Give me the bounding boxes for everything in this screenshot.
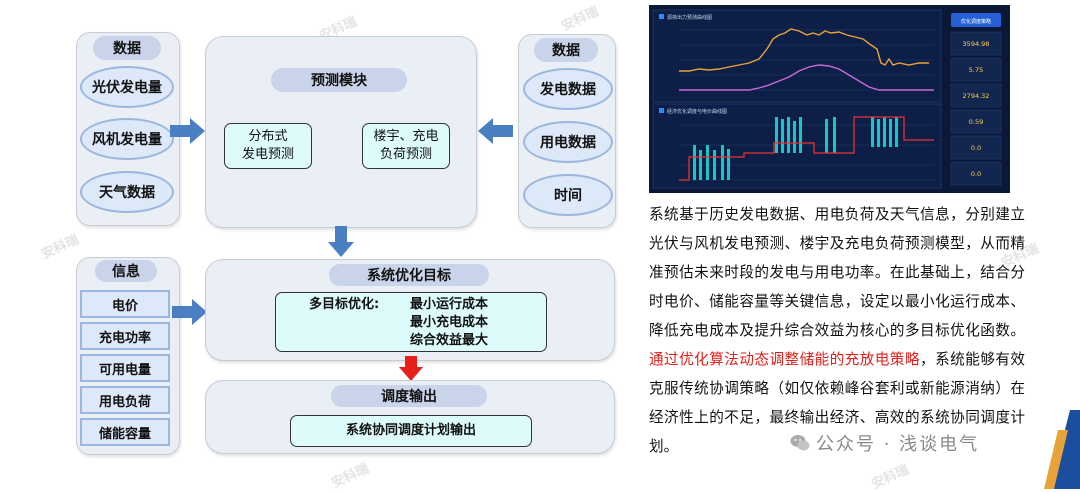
wechat-icon [790,435,810,451]
optimize-strategy-button: 优化调度策略 [961,18,991,25]
multi-objective-box: 多目标优化: 最小运行成本 最小充电成本 综合效益最大 [275,292,547,352]
corner-stripes [1044,410,1080,489]
forecast-line: 负荷预测 [379,147,432,162]
prediction-module-title: 预测模块 [271,68,407,92]
dispatch-title: 调度输出 [331,385,487,407]
metric-value: 3594.98 [963,40,990,48]
objective-item: 最小运行成本 [410,297,489,312]
arrow-down-icon [328,226,354,257]
input-wind-generation: 风机发电量 [80,118,174,160]
forecast-line: 发电预测 [241,147,294,162]
optimization-title: 系统优化目标 [329,264,489,286]
description-highlight: 通过优化算法动态调整储能的充放电策略 [649,351,921,368]
metric-value: 0.59 [969,118,983,126]
info-load: 用电负荷 [80,386,170,414]
watermark: 安科瑞 [329,461,372,492]
chart2-title: 经济优化调度与电价曲线图 [667,108,727,115]
metric-value: 0.0 [971,170,981,178]
right-data-title: 数据 [534,38,598,62]
forecast-line: 楼宇、充电 [373,129,439,144]
multi-objective-label: 多目标优化: [309,297,380,312]
metric-value: 0.0 [971,144,981,152]
info-electricity-price: 电价 [80,290,170,318]
input-time: 时间 [523,174,613,216]
left-data-title: 数据 [93,36,161,60]
chart1-title: 源荷出力预测曲线图 [667,14,712,21]
footer-source: 公众号 · 浅谈电气 [790,430,979,456]
distributed-generation-forecast: 分布式 发电预测 [224,123,312,169]
dispatch-dashboard: 源荷出力预测曲线图 经济优化调度与电价曲线图 优化调度策略 3594.98 5.… [649,5,1010,193]
description-part1: 系统基于历史发电数据、用电负荷及天气信息，分别建立光伏与风机发电预测、楼宇及充电… [649,206,1025,339]
description-part2: ，系统能够有效克服传统协调策略（如仅依赖峰谷套利或新能源消纳）在经济性上的不足，… [649,351,1025,455]
forecast-line: 分布式 [248,129,288,144]
arrow-down-red-icon [399,356,423,381]
input-pv-generation: 光伏发电量 [80,66,174,108]
arrow-left-icon [478,118,513,144]
footer-source-text: 公众号 · 浅谈电气 [816,434,980,455]
dispatch-output-box: 系统协同调度计划输出 [290,415,532,447]
metric-value: 5.75 [969,66,983,74]
objective-item: 综合效益最大 [410,333,489,348]
input-weather-data: 天气数据 [80,171,174,213]
watermark: 安科瑞 [869,462,912,492]
info-title: 信息 [95,260,157,282]
metric-value: 2794.32 [963,92,990,100]
arrow-right-icon [172,299,207,325]
info-charging-power: 充电功率 [80,322,170,350]
building-charging-load-forecast: 楼宇、充电 负荷预测 [362,123,450,169]
info-storage-capacity: 储能容量 [80,418,170,446]
objective-item: 最小充电成本 [410,315,489,330]
arrow-right-icon [170,118,205,144]
info-available-energy: 可用电量 [80,354,170,382]
description-text: 系统基于历史发电数据、用电负荷及天气信息，分别建立光伏与风机发电预测、楼宇及充电… [649,200,1025,461]
watermark: 安科瑞 [39,232,82,263]
input-generation-data: 发电数据 [523,68,613,110]
watermark: 安科瑞 [559,4,602,35]
input-consumption-data: 用电数据 [523,121,613,163]
